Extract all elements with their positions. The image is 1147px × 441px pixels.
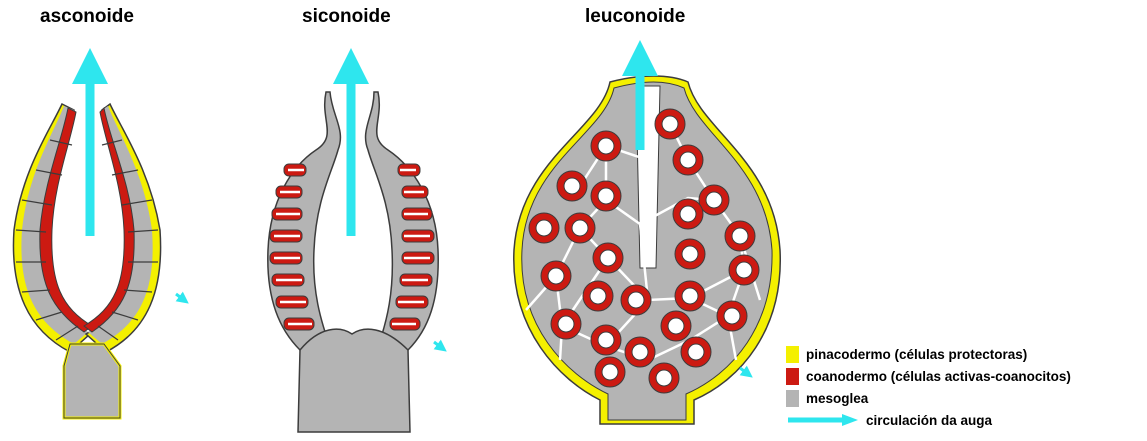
mesoglea-swatch [786, 390, 799, 407]
legend-label-choanoderm: coanodermo (células activas-coanocitos) [806, 369, 1071, 384]
syconoid-right-wall [366, 92, 439, 352]
legend-label-pinacoderm: pinacodermo (células protectoras) [806, 347, 1027, 362]
legend-item-choanoderm: coanodermo (células activas-coanocitos) [786, 365, 1071, 387]
syconoid-base [298, 329, 410, 432]
legend-item-water-flow: circulación da auga [786, 409, 1071, 431]
legend-label-mesoglea: mesoglea [806, 391, 868, 406]
legend-label-water-flow: circulación da auga [866, 413, 992, 428]
asconoid-sponge [13, 66, 184, 418]
leuconoid-sponge [514, 58, 780, 424]
legend-item-pinacoderm: pinacodermo (células protectoras) [786, 343, 1071, 365]
legend-item-mesoglea: mesoglea [786, 387, 1071, 409]
leuconoid-inflow-arrow [740, 368, 748, 374]
syconoid-left-wall [268, 92, 341, 352]
water-flow-arrow-icon [786, 413, 860, 427]
asconoid-inflow-arrow [176, 294, 184, 300]
legend: pinacodermo (células protectoras) coanod… [786, 343, 1071, 431]
pinacoderm-swatch [786, 346, 799, 363]
syconoid-sponge [268, 66, 442, 432]
syconoid-inflow-arrow [434, 342, 442, 348]
choanoderm-swatch [786, 368, 799, 385]
